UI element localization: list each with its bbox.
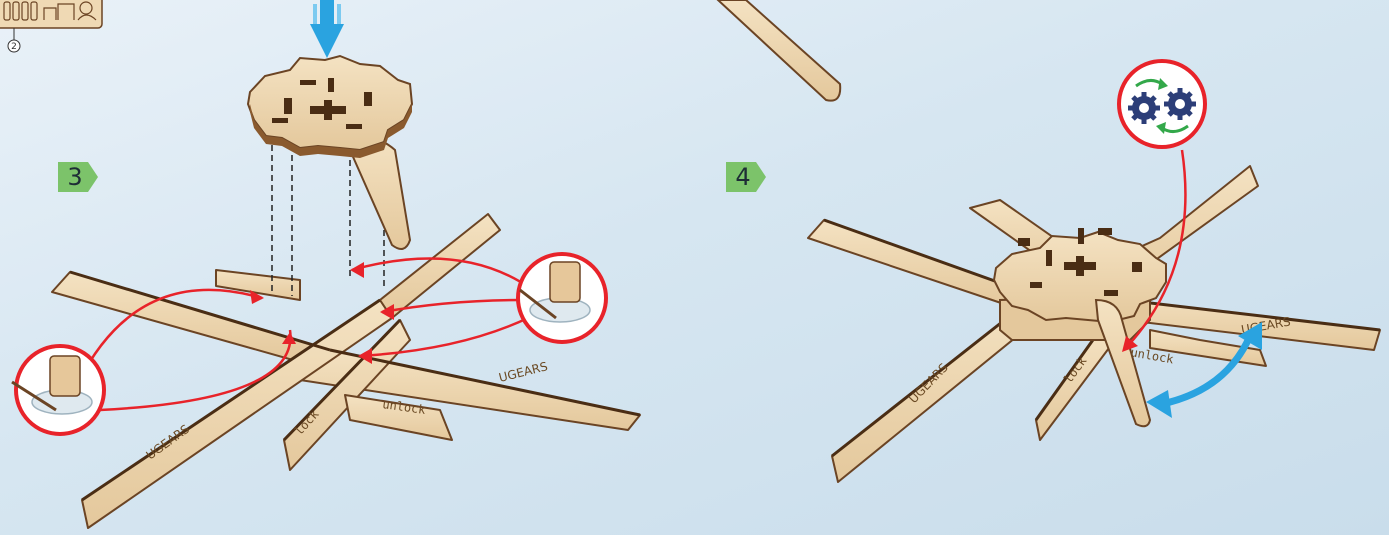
down-arrow-icon <box>310 0 344 58</box>
step3-illustration: UGEARS UGEARS unlock lock <box>12 0 640 528</box>
glue-bowl-icon <box>12 346 104 434</box>
glue-bowl-icon <box>518 254 606 342</box>
blade-part <box>718 0 840 101</box>
step-3-number: 3 <box>67 163 82 191</box>
step-3-badge: 3 <box>58 162 98 192</box>
arm-front-right <box>1036 330 1112 440</box>
step4-illustration: UGEARS UGEARS unlock lock <box>718 0 1380 482</box>
parts-sheet-number: 2 <box>11 42 17 52</box>
step-4-badge: 4 <box>726 162 766 192</box>
arm-left <box>808 220 1020 306</box>
step-4-number: 4 <box>735 163 750 191</box>
engraving-brand-step3-right: UGEARS <box>497 359 549 385</box>
parts-sheet-thumbnail: 2 <box>0 0 102 52</box>
gear-rotation-icon <box>1119 61 1205 147</box>
